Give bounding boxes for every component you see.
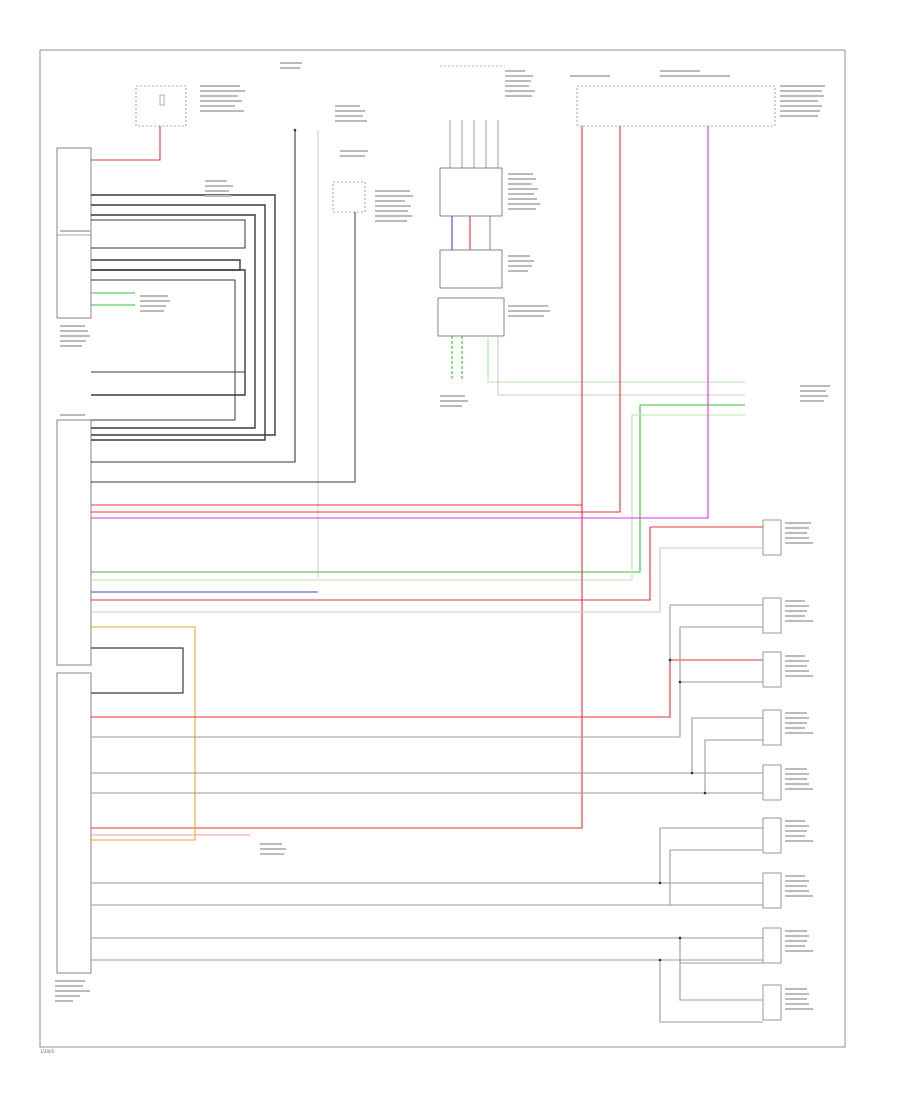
footer-label: 1/2005 (40, 1049, 55, 1054)
speaker-left-rear (762, 872, 782, 909)
speaker-right-rear (762, 984, 782, 1021)
component-labels (55, 62, 830, 1010)
speaker-center (762, 519, 782, 556)
speaker-right-door (762, 764, 782, 801)
speaker-right-rear-tweeter (762, 927, 782, 964)
fuse-symbol (159, 94, 165, 106)
amplifier-module (56, 419, 92, 666)
audio-control-module (56, 147, 92, 319)
wires (91, 120, 763, 1023)
speaker-right-door-tweeter (762, 709, 782, 746)
amplifier-module-lower (56, 672, 92, 974)
speaker-left-door (762, 651, 782, 688)
fuse-box-top-left (135, 85, 187, 127)
speaker-left-rear-tweeter (762, 817, 782, 854)
junction-dots (293, 128, 707, 962)
diagram-frame (39, 49, 846, 1048)
radio-control-unit (439, 167, 503, 217)
cd-changer-connector (439, 249, 503, 289)
fuse-box-top-right (576, 85, 776, 127)
speaker-left-door-tweeter (762, 597, 782, 634)
display-unit (437, 297, 505, 337)
switch-box (332, 181, 366, 213)
